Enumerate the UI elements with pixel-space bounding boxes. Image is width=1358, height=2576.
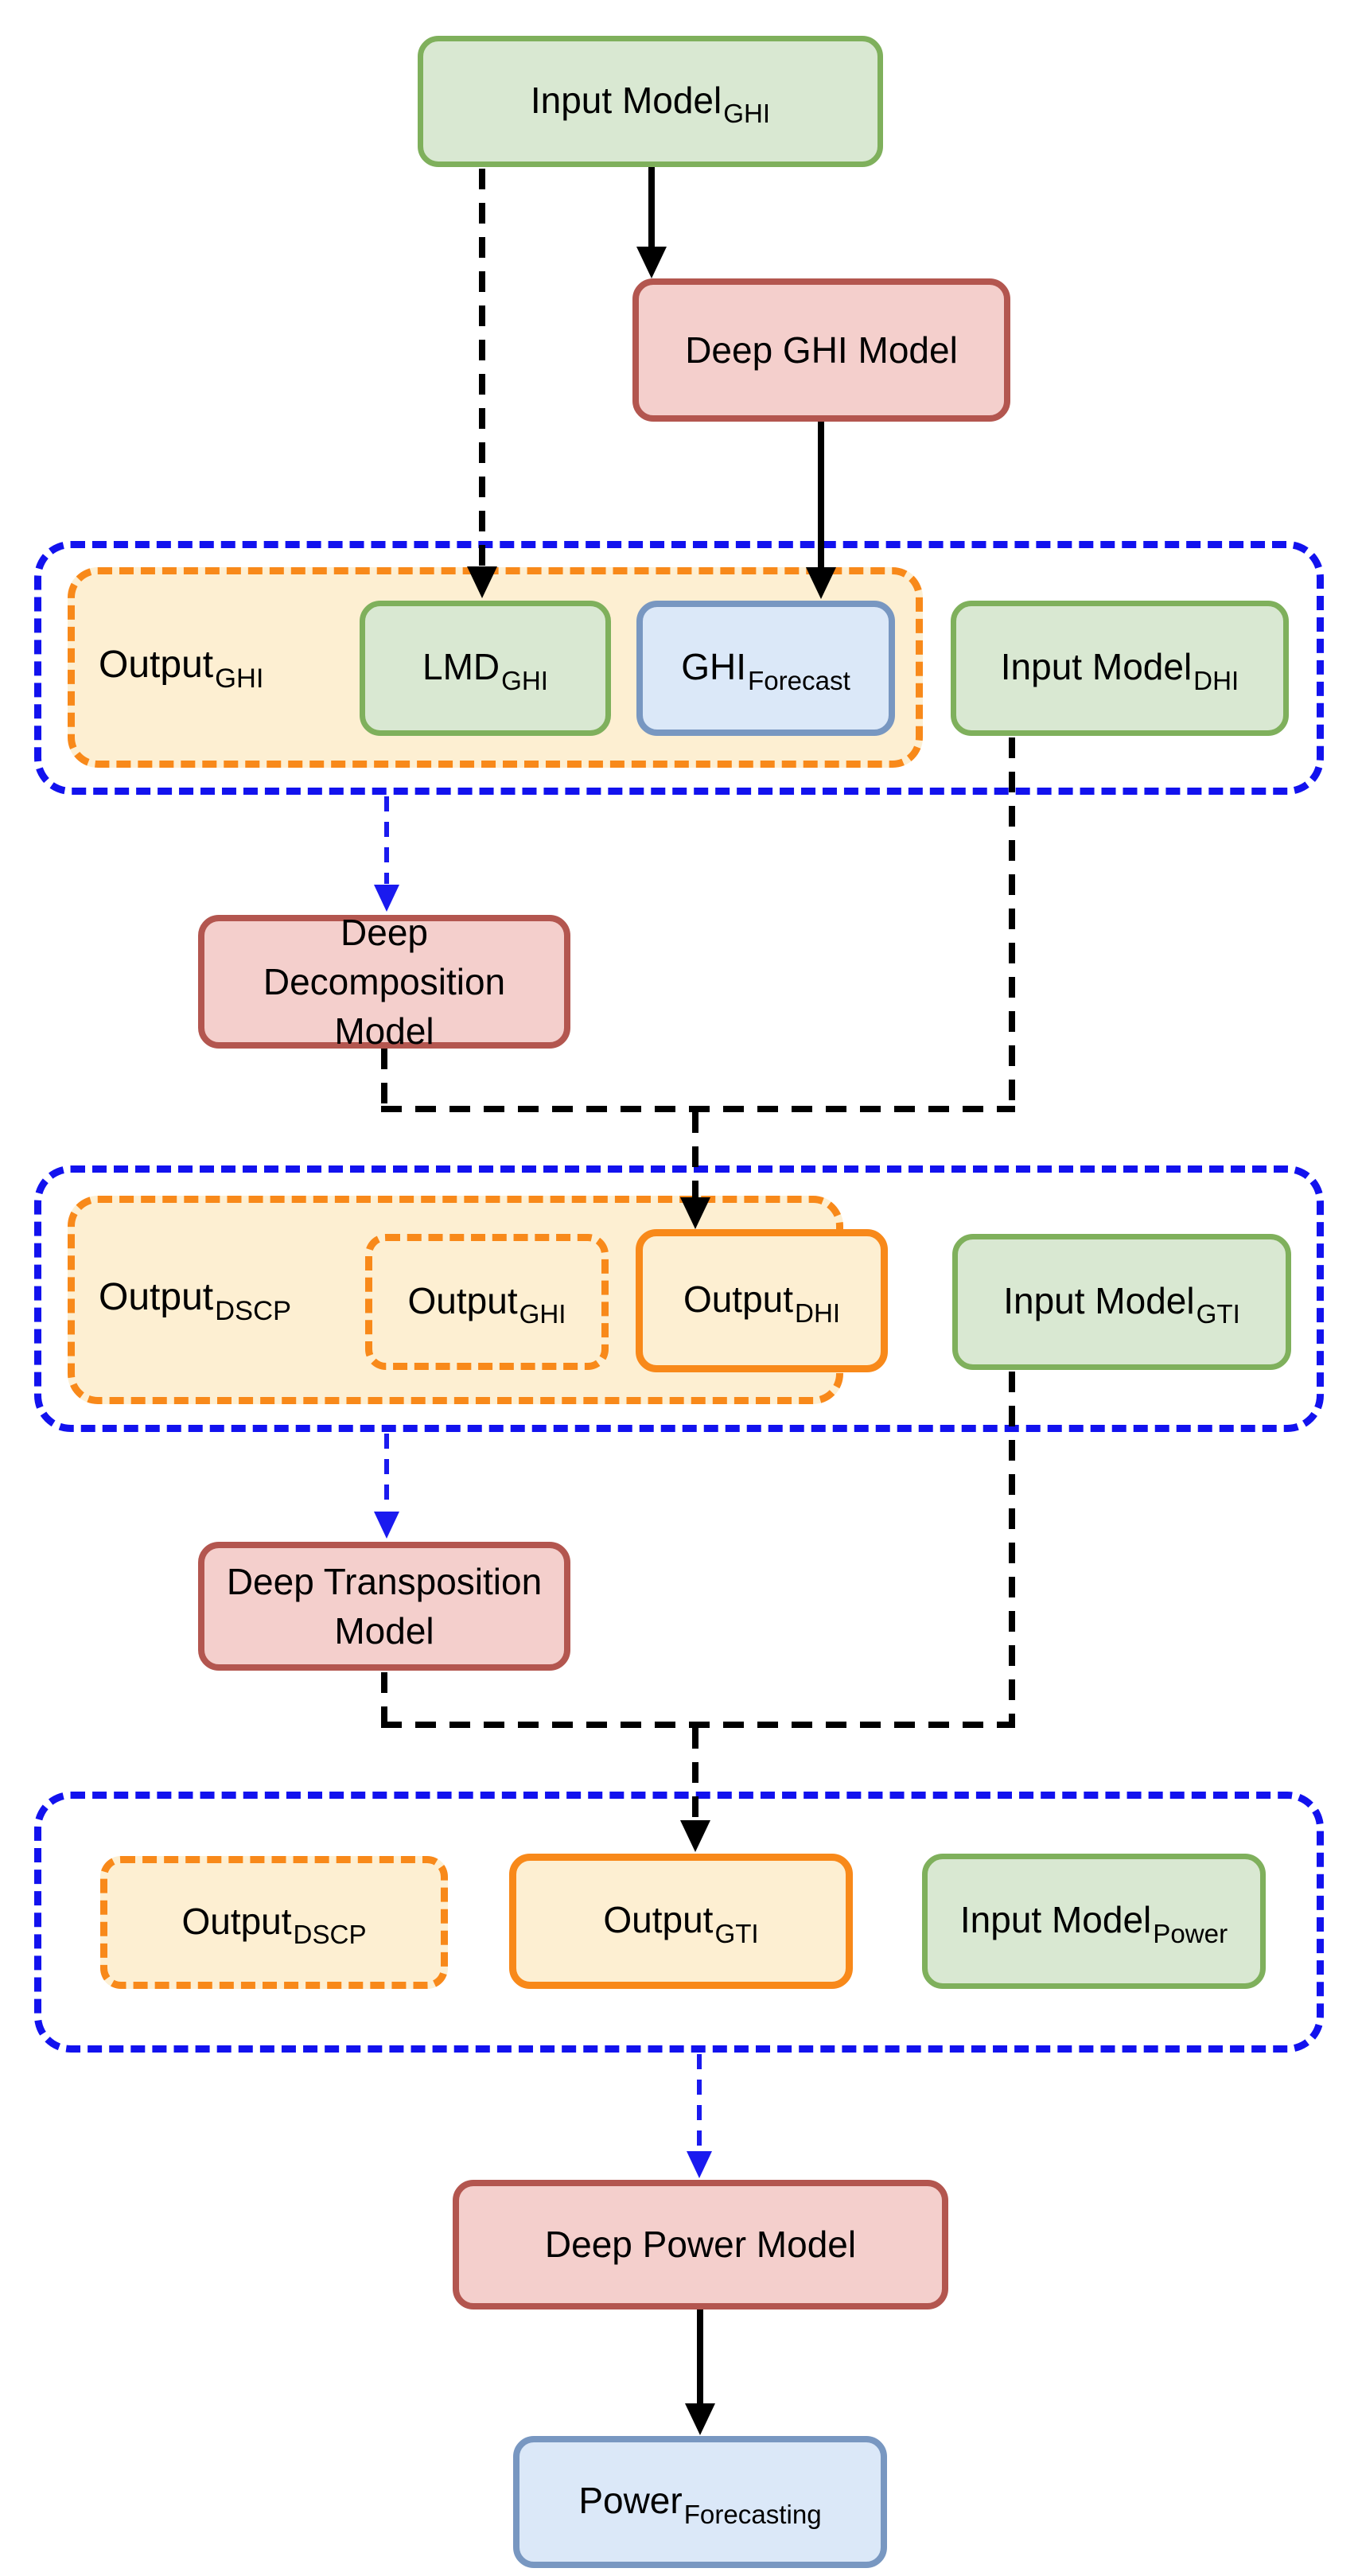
edge-to-outputdhi-arrowhead [680, 1197, 710, 1229]
deep-decomposition-model-node: Deep Decomposition Model [198, 912, 570, 1052]
edge-stage3-to-power-line [697, 2054, 702, 2150]
edge-transposition-horizontal-line [381, 1722, 1015, 1728]
input-model-ghi-node: Input ModelGHI [418, 36, 883, 167]
edge-inputdhi-down-line [1009, 737, 1015, 1111]
edge-inputghi-to-lmd-arrowhead [467, 566, 497, 598]
edge-deepghi-to-forecast-arrowhead [806, 567, 836, 599]
edge-stage2-to-transposition-arrowhead [374, 1512, 399, 1539]
output-ghi-ref-node: OutputGHI [365, 1234, 609, 1370]
edge-inputghi-to-lmd-line [479, 169, 485, 566]
edge-inputghi-to-deepghi-arrowhead [636, 247, 667, 278]
input-model-power-node: Input ModelPower [922, 1854, 1266, 1989]
edge-inputghi-to-deepghi-line [648, 167, 655, 248]
output-gti-node: OutputGTI [509, 1854, 853, 1989]
output-dscp-ref-node: OutputDSCP [100, 1856, 448, 1989]
deep-power-model-node: Deep Power Model [453, 2180, 948, 2309]
ghi-forecast-node: GHIForecast [636, 601, 895, 736]
output-ghi-group-label: OutputGHI [99, 643, 264, 694]
edge-to-outputgti-arrowhead [680, 1820, 710, 1852]
edge-inputgti-down-line [1009, 1372, 1015, 1728]
input-model-dhi-node: Input ModelDHI [951, 601, 1289, 736]
edge-decomposition-horizontal-line [381, 1106, 1015, 1112]
edge-stage2-to-transposition-line [384, 1434, 389, 1510]
output-dhi-node: OutputDHI [636, 1229, 888, 1372]
edge-deepghi-to-forecast-line [818, 422, 824, 567]
stage3-container [34, 1792, 1324, 2053]
power-forecasting-node: PowerForecasting [513, 2436, 887, 2568]
edge-stage1-to-decomposition-arrowhead [374, 885, 399, 912]
edge-transposition-down-line [381, 1672, 387, 1728]
edge-stage1-to-decomposition-line [384, 796, 389, 884]
stage1-container [34, 541, 1324, 795]
stage2-container [34, 1165, 1324, 1432]
edge-to-outputdhi-line [692, 1112, 698, 1198]
edge-decomposition-down-line [381, 1049, 387, 1112]
deep-ghi-model-node: Deep GHI Model [632, 278, 1010, 422]
edge-to-outputgti-line [692, 1728, 698, 1822]
input-model-gti-node: Input ModelGTI [952, 1234, 1291, 1370]
output-dscp-group-label: OutputDSCP [99, 1275, 292, 1326]
deep-transposition-model-node: Deep Transposition Model [198, 1542, 570, 1671]
edge-power-to-forecasting-line [697, 2309, 703, 2405]
edge-stage3-to-power-arrowhead [687, 2151, 712, 2178]
lmd-ghi-node: LMDGHI [360, 601, 611, 736]
edge-power-to-forecasting-arrowhead [685, 2403, 715, 2435]
